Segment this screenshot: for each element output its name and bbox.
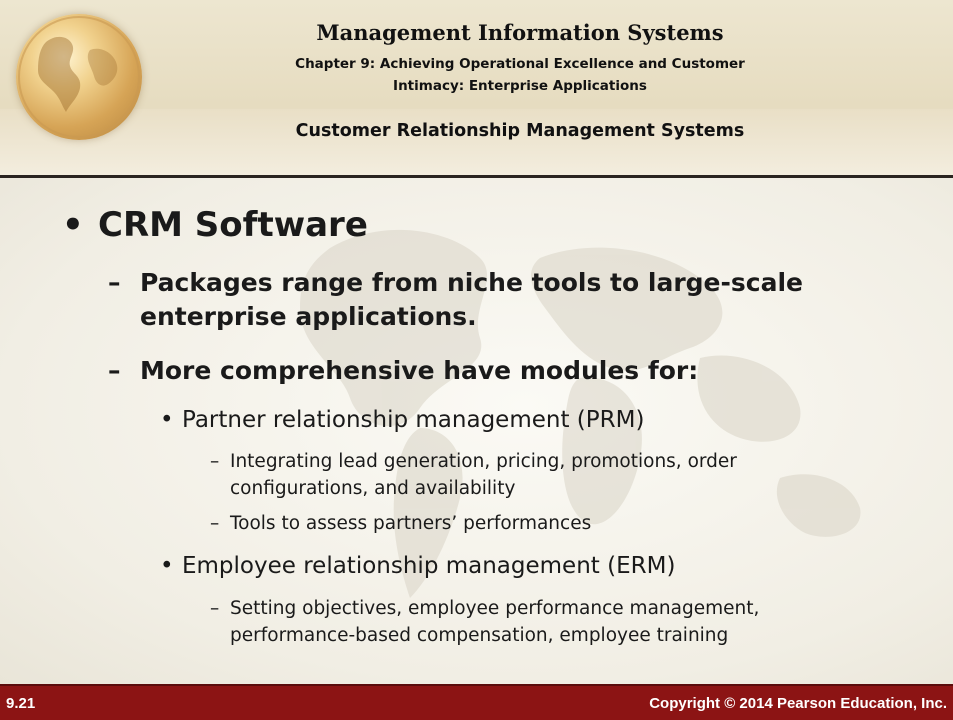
bullet-prm-tools-text: Tools to assess partners’ performances	[230, 513, 592, 534]
slide-header: Management Information Systems Chapter 9…	[0, 0, 953, 176]
chapter-title-line1: Chapter 9: Achieving Operational Excelle…	[295, 56, 745, 72]
bullet-modules-text: More comprehensive have modules for:	[140, 356, 699, 385]
bullet-packages-line2: enterprise applications.	[140, 302, 477, 331]
page-number: 9.21	[6, 695, 36, 712]
section-title: Customer Relationship Management Systems	[295, 121, 745, 141]
bullet-dash: –	[108, 356, 121, 385]
chapter-title: Chapter 9: Achieving Operational Excelle…	[150, 53, 890, 97]
globe-logo	[16, 14, 142, 140]
course-title: Management Information Systems	[316, 20, 724, 45]
heading-crm-software: CRM Software	[98, 205, 368, 245]
globe-icon	[18, 16, 140, 138]
bullet-erm-setting-line1: Setting objectives, employee performance…	[230, 598, 760, 619]
bullet-prm-text: Partner relationship management (PRM)	[182, 407, 645, 433]
copyright-notice: Copyright © 2014 Pearson Education, Inc.	[649, 695, 947, 712]
bullet-dash: –	[210, 451, 220, 472]
bullet-dot: •	[160, 553, 174, 579]
world-map-watermark	[300, 229, 861, 598]
bullet-erm-setting-line2: performance-based compensation, employee…	[230, 625, 729, 646]
slide-body	[0, 178, 953, 684]
bullet-dash: –	[210, 513, 220, 534]
bullet-erm-text: Employee relationship management (ERM)	[182, 553, 676, 579]
bullet-dot: •	[160, 407, 174, 433]
bullet-dash: –	[210, 598, 220, 619]
bullet-prm-integrating-line2: configurations, and availability	[230, 478, 516, 499]
bullet-packages-line1: Packages range from niche tools to large…	[140, 268, 803, 297]
header-divider	[0, 175, 953, 178]
section-band	[0, 109, 953, 175]
bullet-dash: –	[108, 268, 121, 297]
bullet-dot: •	[62, 205, 84, 245]
bullet-prm-integrating-line1: Integrating lead generation, pricing, pr…	[230, 451, 737, 472]
slide-footer: 9.21 Copyright © 2014 Pearson Education,…	[0, 684, 953, 720]
chapter-title-line2: Intimacy: Enterprise Applications	[393, 78, 647, 94]
